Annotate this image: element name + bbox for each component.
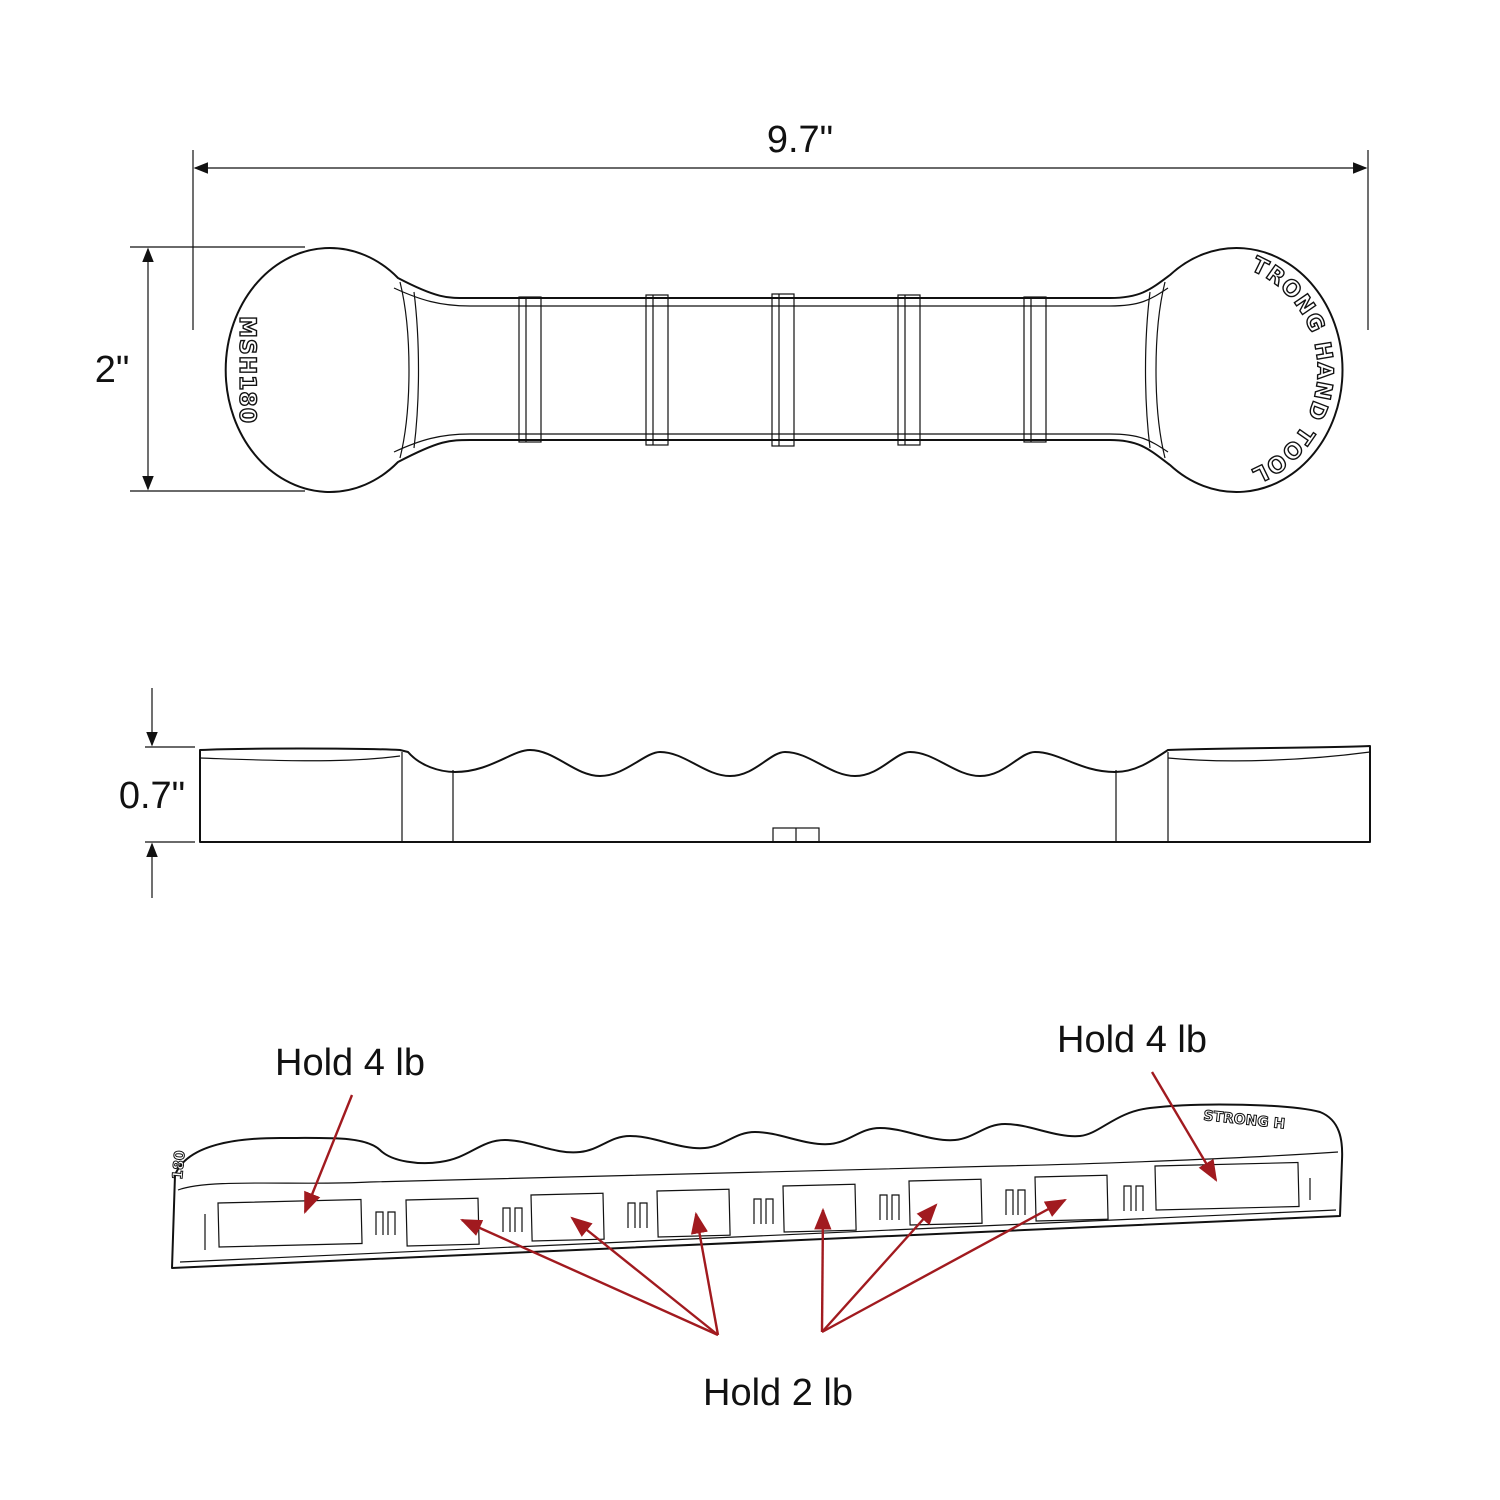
perspective-brand-engraving: STRONG H [1203, 1108, 1286, 1132]
perspective-bottom-edge [179, 1209, 1337, 1263]
slot-right-large [1154, 1161, 1300, 1211]
arrow-left-end [303, 1094, 354, 1215]
slot-4 [782, 1183, 857, 1233]
top-ribs [518, 293, 1047, 447]
side-top-edge-left [199, 755, 401, 762]
top-outline-inner [393, 287, 1169, 453]
callout-right-end: Hold 4 lb [1057, 1019, 1207, 1061]
slot-2 [530, 1192, 605, 1242]
rib-5 [1023, 296, 1047, 443]
top-outline [224, 247, 1344, 493]
rib-4 [897, 294, 921, 446]
slot-5 [908, 1178, 983, 1226]
neck-left [399, 281, 410, 459]
width-label: 2" [95, 349, 130, 391]
slots [217, 1161, 1300, 1248]
height-label: 0.7" [119, 775, 185, 817]
slot-6 [1034, 1174, 1109, 1222]
arrows-middle [460, 1198, 1067, 1337]
perspective-view: STRONG H 180 [170, 1103, 1344, 1269]
rib-3 [771, 293, 795, 447]
side-outline [199, 745, 1371, 843]
callouts: Hold 4 lb Hold 4 lb Hold 2 lb [275, 1019, 1218, 1414]
height-dimension: 0.7" [119, 688, 195, 898]
perspective-model-engraving: 180 [170, 1150, 189, 1181]
arrow-right-end [1150, 1071, 1218, 1182]
length-dimension: 9.7" [192, 119, 1369, 330]
perspective-outline [171, 1103, 1344, 1269]
slot-left-large [217, 1198, 363, 1248]
rib-2 [645, 294, 669, 446]
rib-1 [518, 296, 542, 443]
top-view: 9.7" 2" MSH180 [0, 0, 1369, 493]
model-engraving: MSH180 [234, 316, 259, 424]
width-dimension: 2" [95, 246, 305, 492]
callout-left-end: Hold 4 lb [275, 1042, 425, 1084]
length-label: 9.7" [767, 119, 833, 161]
side-view: 0.7" [119, 688, 1371, 898]
side-top-edge-right [1167, 751, 1371, 762]
neck-right [1155, 281, 1166, 459]
comb-tabs [204, 1178, 1311, 1250]
slot-3 [656, 1188, 731, 1238]
neck-right-inner [1144, 291, 1151, 449]
callout-middle: Hold 2 lb [703, 1372, 853, 1414]
perspective-top-edge [177, 1151, 1339, 1191]
neck-left-inner [413, 291, 420, 449]
